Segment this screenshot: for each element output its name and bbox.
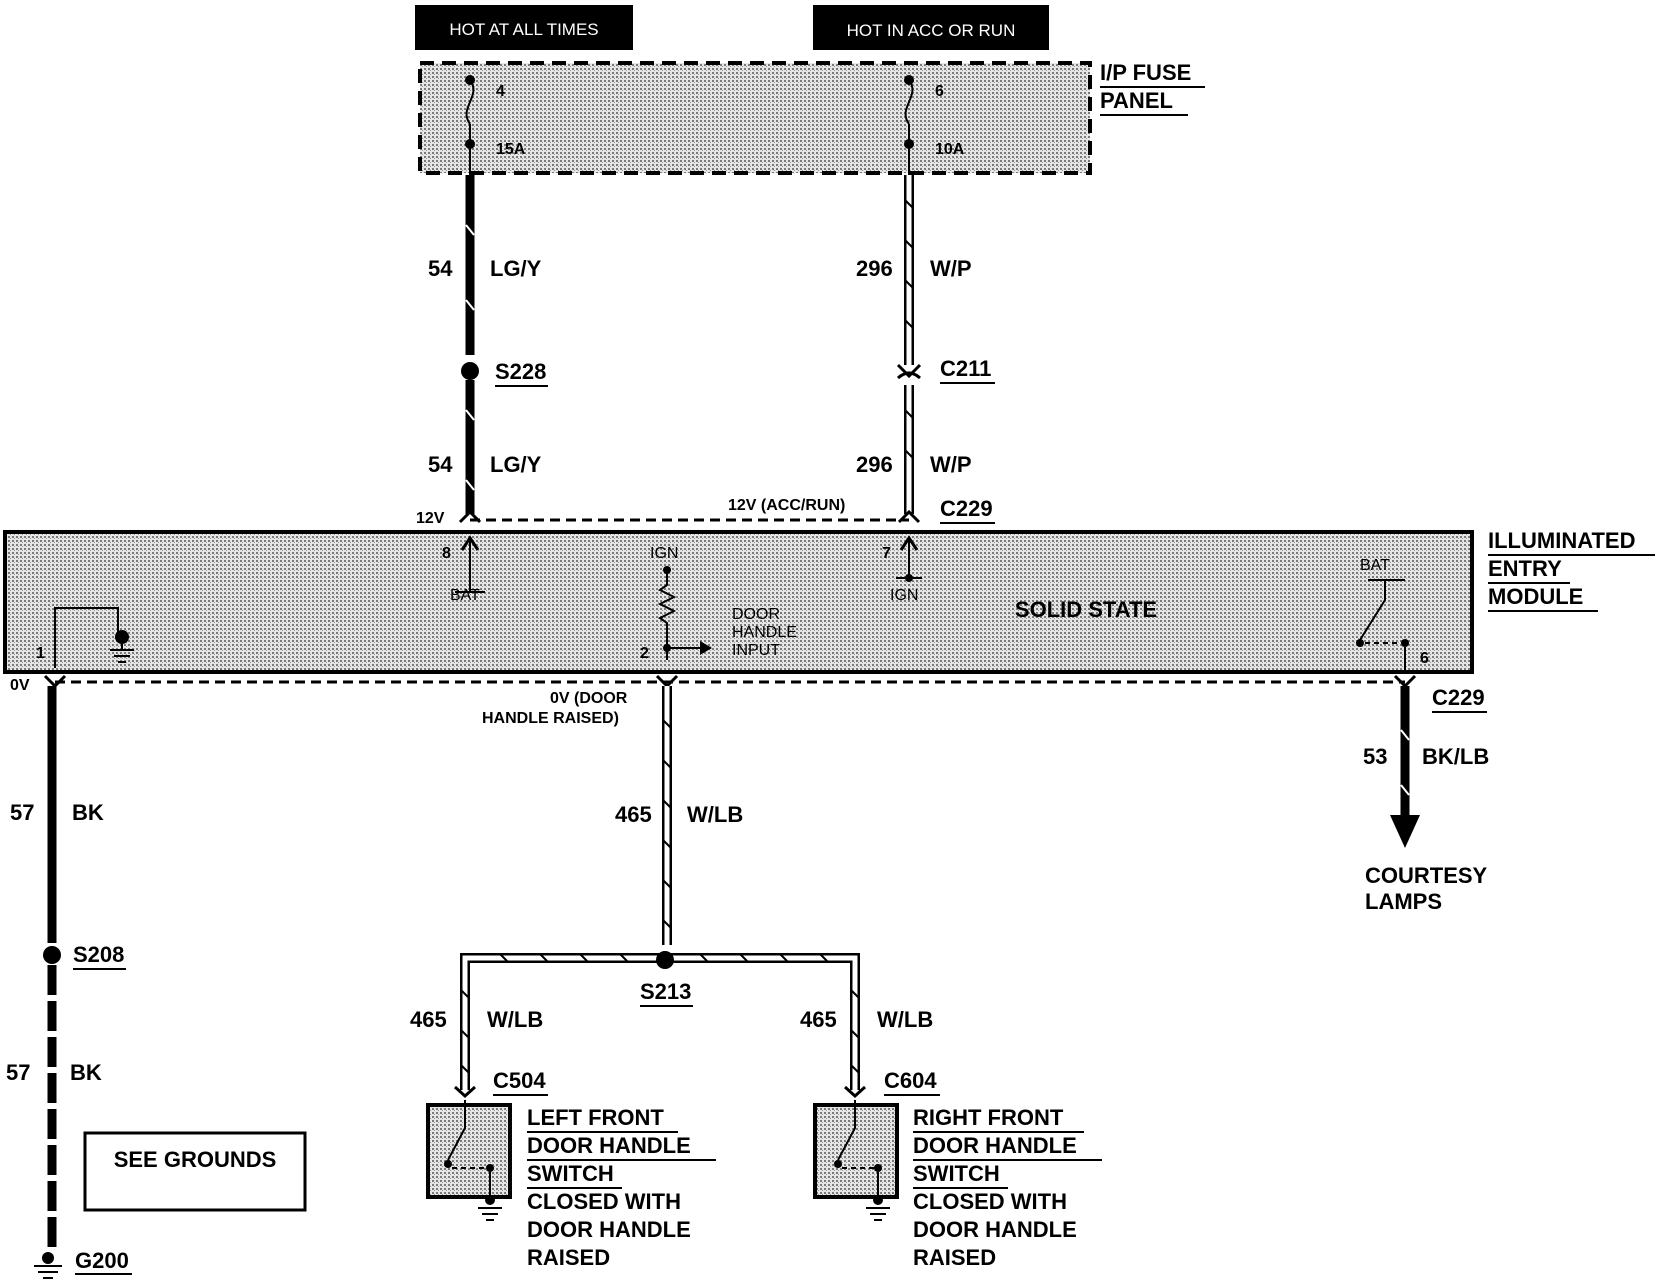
- voltage-12v-acc-run: 12V (ACC/RUN): [728, 497, 845, 514]
- wire-54-circuit-lower: 54: [428, 452, 453, 477]
- module-bat-label: BAT: [450, 587, 480, 604]
- module-pin-8: 8: [442, 545, 451, 562]
- fuse-6-number: 6: [935, 83, 944, 100]
- right-switch-line1: RIGHT FRONT: [913, 1105, 1064, 1130]
- right-switch-line2: DOOR HANDLE: [913, 1133, 1077, 1158]
- header-hot-at-all-times: HOT AT ALL TIMES: [415, 5, 633, 50]
- wire-465-circuit-left: 465: [410, 1007, 447, 1032]
- module-ign-label-pin7: IGN: [890, 587, 918, 604]
- right-switch-line3: SWITCH: [913, 1161, 1000, 1186]
- fuse-4-icon: [465, 75, 475, 175]
- connector-c604-label: C604: [884, 1068, 937, 1093]
- wire-57-circuit-upper: 57: [10, 800, 34, 825]
- wire-296-color-upper: W/P: [930, 256, 972, 281]
- voltage-0v-door-line1: 0V (DOOR: [550, 690, 628, 707]
- courtesy-lamps-line1: COURTESY: [1365, 863, 1488, 888]
- voltage-0v-door-line2: HANDLE RAISED): [482, 710, 619, 727]
- module-door-input-line1: DOOR: [732, 606, 780, 623]
- fuse-panel-name-line1: I/P FUSE: [1100, 60, 1191, 85]
- right-door-handle-switch: [813, 1100, 899, 1221]
- wire-465-circuit-trunk: 465: [615, 802, 652, 827]
- left-switch-line2: DOOR HANDLE: [527, 1133, 691, 1158]
- illuminated-entry-module: SOLID STATE 8 BAT 7 IGN IGN DOOR HANDLE …: [3, 528, 1655, 674]
- wire-53-color: BK/LB: [1422, 744, 1489, 769]
- ground-g200-label: G200: [75, 1248, 129, 1273]
- module-ign-label-input: IGN: [650, 545, 678, 562]
- module-door-input-line2: HANDLE: [732, 624, 797, 641]
- wire-57-color-upper: BK: [72, 800, 104, 825]
- left-switch-line1: LEFT FRONT: [527, 1105, 664, 1130]
- courtesy-arrow-icon: [1390, 815, 1420, 848]
- courtesy-lamps-line2: LAMPS: [1365, 889, 1442, 914]
- fuse-6-rating: 10A: [935, 141, 965, 158]
- splice-s228-label: S228: [495, 359, 546, 384]
- wire-57-color-lower: BK: [70, 1060, 102, 1085]
- wire-53-circuit: 53: [1363, 744, 1387, 769]
- voltage-0v: 0V: [10, 677, 30, 694]
- see-grounds-text: SEE GROUNDS: [114, 1147, 277, 1172]
- splice-s208-label: S208: [73, 942, 124, 967]
- wire-465-color-trunk: W/LB: [687, 802, 743, 827]
- left-switch-line4: CLOSED WITH: [527, 1189, 681, 1214]
- ground-g200-icon: [34, 1252, 62, 1279]
- fuse-panel: I/P FUSE PANEL 4 15A 6 10A: [418, 60, 1205, 175]
- wire-54-circuit-upper: 54: [428, 256, 453, 281]
- fuse-6-icon: [904, 75, 914, 175]
- wire-296-circuit-upper: 296: [856, 256, 893, 281]
- left-switch-line3: SWITCH: [527, 1161, 614, 1186]
- wire-54-color-lower: LG/Y: [490, 452, 542, 477]
- right-switch-line4: CLOSED WITH: [913, 1189, 1067, 1214]
- wire-296-color-lower: W/P: [930, 452, 972, 477]
- right-switch-line6: RAISED: [913, 1245, 996, 1270]
- header-hot-at-all-times-text: HOT AT ALL TIMES: [449, 20, 598, 39]
- voltage-12v: 12V: [416, 510, 445, 527]
- fuse-panel-name-line2: PANEL: [1100, 88, 1173, 113]
- splice-s228-icon: [461, 362, 479, 380]
- fuse-4-number: 4: [496, 83, 505, 100]
- wire-296: [904, 175, 914, 514]
- wire-465-circuit-right: 465: [800, 1007, 837, 1032]
- module-solid-state: SOLID STATE: [1015, 597, 1157, 622]
- header-hot-in-acc-or-run-text: HOT IN ACC OR RUN: [847, 21, 1016, 40]
- wire-296-circuit-lower: 296: [856, 452, 893, 477]
- wire-57-circuit-lower: 57: [6, 1060, 30, 1085]
- wire-53: [1390, 686, 1420, 848]
- connector-c229-top-label: C229: [940, 496, 993, 521]
- module-door-input-line3: INPUT: [732, 642, 780, 659]
- connector-c229-bottom-label: C229: [1432, 685, 1485, 710]
- connector-c211-label: C211: [940, 356, 991, 381]
- module-pin-1: 1: [36, 645, 45, 662]
- see-grounds-box: SEE GROUNDS: [83, 1131, 307, 1212]
- splice-s213-label: S213: [640, 979, 691, 1004]
- wire-54-color-upper: LG/Y: [490, 256, 542, 281]
- left-switch-line5: DOOR HANDLE: [527, 1217, 691, 1242]
- right-switch-ground-icon: [873, 1195, 883, 1205]
- module-pin-2: 2: [640, 645, 649, 662]
- wire-54: [465, 175, 475, 514]
- wire-465-color-left: W/LB: [487, 1007, 543, 1032]
- splice-s208-icon: [43, 946, 61, 964]
- connector-c504-icon: [453, 1085, 477, 1099]
- left-door-handle-switch: [426, 1100, 512, 1221]
- left-switch-line6: RAISED: [527, 1245, 610, 1270]
- connector-c504-label: C504: [493, 1068, 546, 1093]
- module-bat-label-switch: BAT: [1360, 557, 1390, 574]
- right-switch-line5: DOOR HANDLE: [913, 1217, 1077, 1242]
- left-switch-ground-icon: [485, 1195, 495, 1205]
- connector-c604-icon: [843, 1085, 867, 1099]
- module-name-line3: MODULE: [1488, 584, 1583, 609]
- wire-465-color-right: W/LB: [877, 1007, 933, 1032]
- connector-c211-icon: [896, 363, 922, 380]
- splice-s213-icon: [656, 951, 674, 969]
- module-pin-7: 7: [882, 545, 891, 562]
- module-pin-6: 6: [1420, 650, 1429, 667]
- header-hot-in-acc-or-run: HOT IN ACC OR RUN: [813, 5, 1049, 50]
- module-name-line2: ENTRY: [1488, 556, 1562, 581]
- fuse-4-rating: 15A: [496, 141, 526, 158]
- module-name-line1: ILLUMINATED: [1488, 528, 1635, 553]
